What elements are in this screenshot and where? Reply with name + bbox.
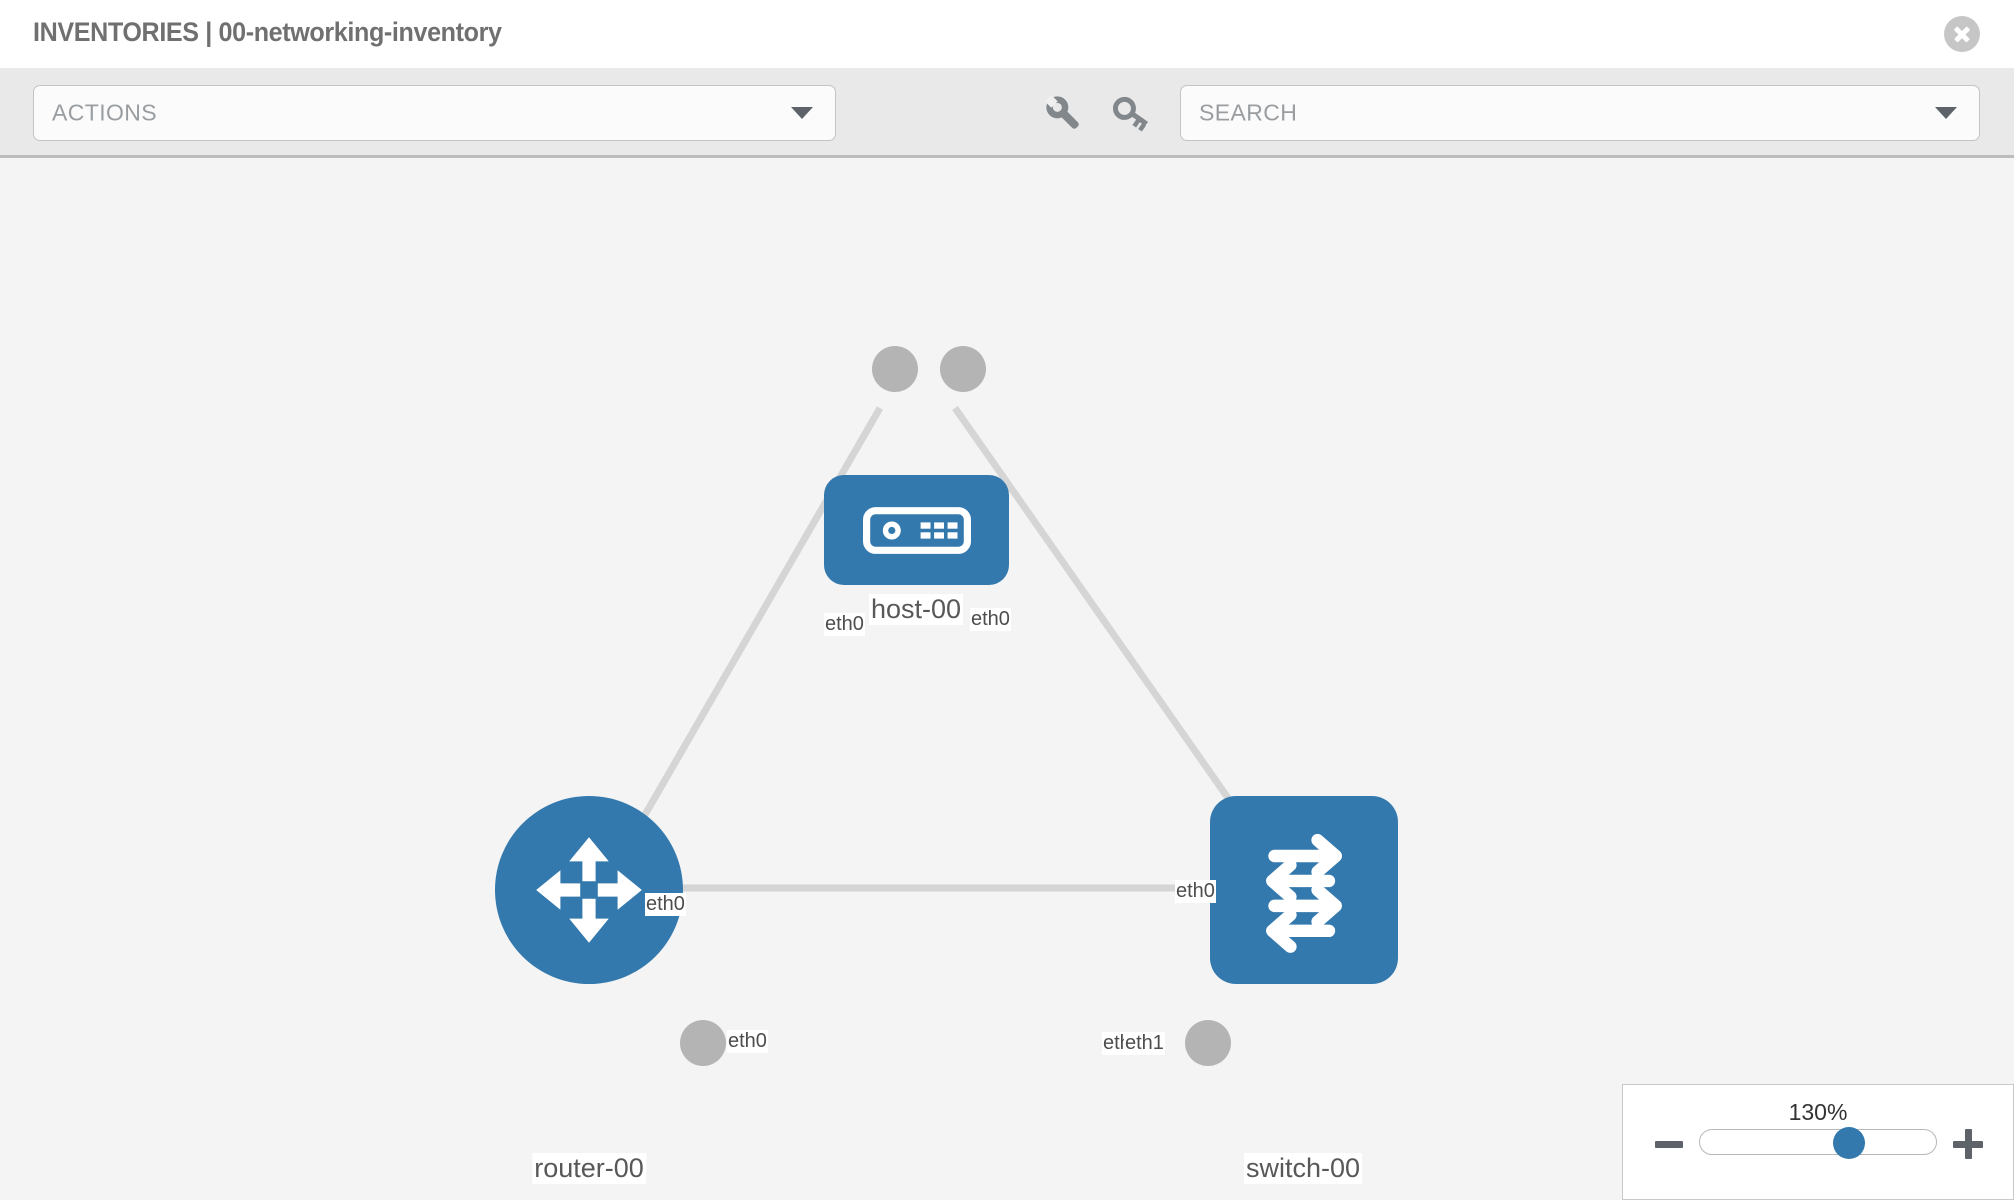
port-switch-left[interactable] — [1185, 1020, 1231, 1066]
actions-dropdown-label: ACTIONS — [52, 99, 158, 126]
edge-label-eth0: eth0 — [970, 608, 1011, 631]
actions-dropdown[interactable]: ACTIONS — [33, 85, 836, 141]
zoom-slider-track[interactable] — [1699, 1129, 1937, 1155]
page-title: INVENTORIES | 00-networking-inventory — [33, 17, 502, 47]
wrench-icon[interactable] — [1040, 90, 1086, 136]
window-header: INVENTORIES | 00-networking-inventory — [0, 0, 2014, 68]
node-label-host-00: host-00 — [868, 594, 964, 625]
edge-label-eth0: eth0 — [1175, 880, 1216, 903]
node-router-00[interactable] — [495, 796, 683, 984]
edge-label-eth1: eth1 — [1124, 1032, 1165, 1055]
topology-edges — [616, 405, 1273, 892]
port-router-right[interactable] — [680, 1020, 726, 1066]
search-input[interactable]: SEARCH — [1180, 85, 1980, 141]
chevron-down-icon[interactable] — [1935, 107, 1957, 119]
minus-icon[interactable] — [1655, 1141, 1683, 1148]
close-circle-icon[interactable] — [1944, 16, 1980, 52]
toolbar: ACTIONS SEARCH — [0, 68, 2014, 158]
key-icon[interactable] — [1108, 90, 1154, 136]
edge-host-switch — [952, 405, 1273, 861]
port-host-left[interactable] — [872, 346, 918, 392]
node-switch-00[interactable] — [1210, 796, 1398, 984]
node-host-00[interactable] — [824, 475, 1009, 585]
zoom-control-panel: 130% — [1622, 1084, 2014, 1200]
node-label-router-00: router-00 — [532, 1153, 646, 1184]
node-label-switch-00: switch-00 — [1243, 1153, 1363, 1184]
zoom-slider-thumb[interactable] — [1832, 1127, 1865, 1159]
topology-canvas[interactable]: host-00 router-00 — [0, 158, 2014, 1200]
server-icon — [862, 506, 971, 554]
edge-label-eth0: eth0 — [645, 893, 686, 916]
switch-arrows-icon — [1266, 833, 1342, 953]
port-host-right[interactable] — [940, 346, 986, 392]
plus-icon[interactable] — [1953, 1129, 1983, 1159]
search-placeholder: SEARCH — [1199, 99, 1298, 126]
chevron-down-icon — [791, 107, 813, 119]
zoom-level-value: 130% — [1788, 1099, 1848, 1125]
edge-label-eth0: eth0 — [824, 613, 865, 636]
router-arrows-icon — [536, 837, 642, 943]
edge-label-eth0: eth0 — [727, 1030, 768, 1053]
